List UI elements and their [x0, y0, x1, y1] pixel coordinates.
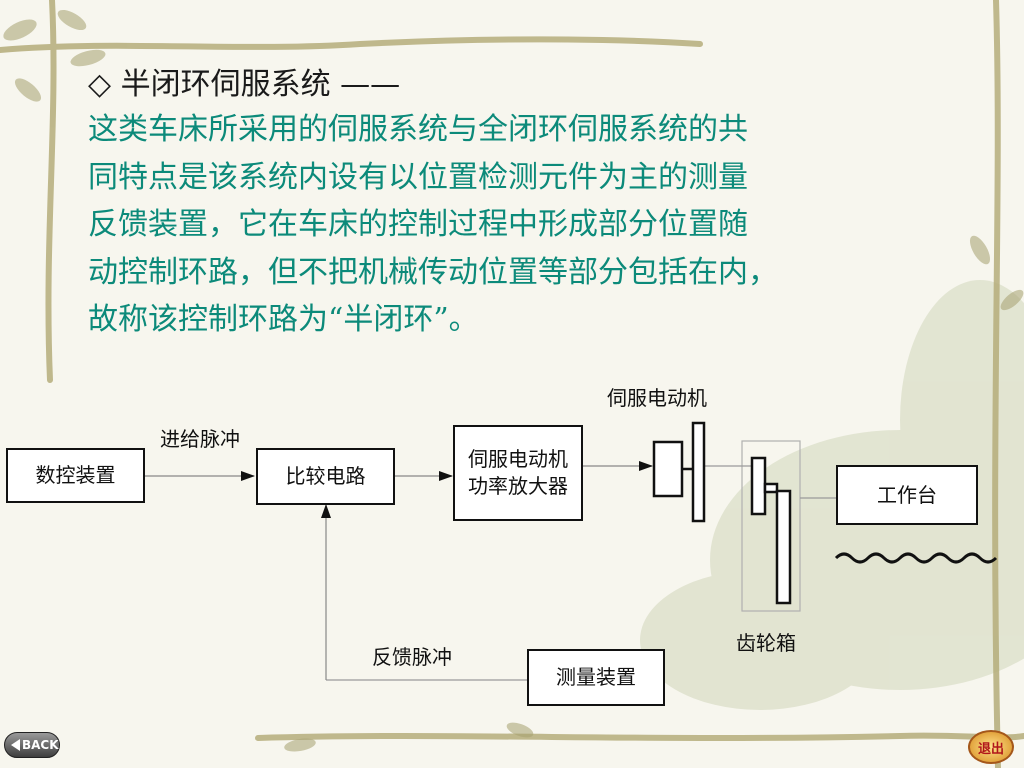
- lead-screw: [834, 552, 998, 564]
- body-line: 同特点是该系统内设有以位置检测元件为主的测量: [88, 159, 748, 195]
- body-line: 反馈装置，它在车床的控制过程中形成部分位置随: [88, 207, 748, 242]
- feed-pulse-label: 进给脉冲: [160, 427, 240, 451]
- servo-motor-flange: [691, 421, 706, 523]
- gear-small: [750, 456, 767, 516]
- block-label: 功率放大器: [468, 474, 568, 498]
- cnc-device-block: 数控装置: [6, 448, 145, 503]
- worktable-block: 工作台: [836, 465, 978, 525]
- body-line: 这类车床所采用的伺服系统与全闭环伺服系统的共: [88, 112, 748, 147]
- block-label: 比较电路: [285, 464, 366, 488]
- servo-motor-body: [652, 440, 684, 498]
- gearbox-label: 齿轮箱: [736, 631, 796, 655]
- servo-motor-label: 伺服电动机: [607, 386, 707, 410]
- body-line: 动控制环路，但不把机械传动位置等部分包括在内，: [88, 254, 778, 290]
- slide-text: ◇ 半闭环伺服系统 —— 这类车床所采用的伺服系统与全闭环伺服系统的共 同特点是…: [88, 64, 988, 344]
- body-line: 故称该控制环路为“半闭环”。: [88, 302, 479, 337]
- block-label: 数控装置: [35, 463, 116, 487]
- feedback-pulse-label: 反馈脉冲: [372, 645, 452, 669]
- block-label: 测量装置: [556, 665, 636, 689]
- exit-button-label: 退出: [977, 741, 1004, 757]
- servo-amplifier-block: 伺服电动机 功率放大器: [453, 425, 583, 521]
- back-button-label: BACK: [22, 738, 59, 752]
- comparator-block: 比较电路: [256, 448, 395, 505]
- back-arrow-icon: [11, 739, 20, 751]
- gear-large: [775, 489, 792, 605]
- exit-button[interactable]: 退出: [968, 730, 1014, 764]
- block-label: 伺服电动机: [468, 447, 568, 471]
- block-label: 工作台: [877, 482, 937, 507]
- measuring-device-block: 测量装置: [527, 649, 665, 706]
- slide-body: 这类车床所采用的伺服系统与全闭环伺服系统的共 同特点是该系统内设有以位置检测元件…: [88, 106, 988, 344]
- slide-heading: ◇ 半闭环伺服系统 ——: [88, 67, 401, 102]
- gearbox-outline: [741, 440, 801, 612]
- back-button[interactable]: BACK: [4, 732, 60, 758]
- gear-shaft: [763, 482, 779, 494]
